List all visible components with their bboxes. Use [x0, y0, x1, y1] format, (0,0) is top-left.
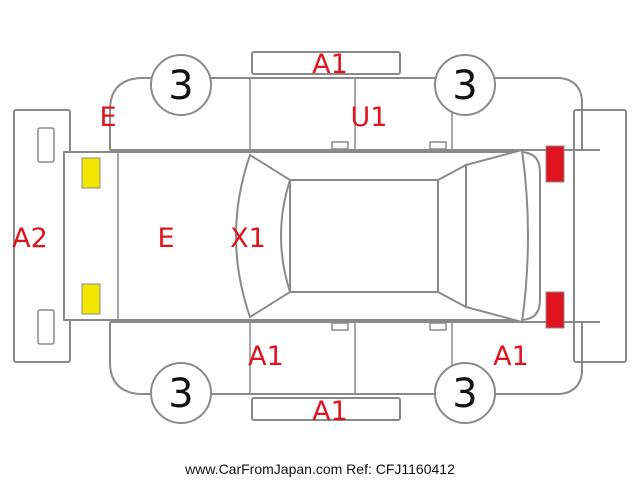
left-front-door-handle: [331, 141, 349, 150]
wheel-rear-right: 3: [434, 362, 496, 424]
wheel-rear-left-count: 3: [452, 63, 477, 109]
roof-strip-top: [251, 51, 401, 75]
front-bumper-slot-bottom: [37, 309, 55, 345]
rear-window-outline: [437, 163, 467, 309]
right-rear-door-handle: [429, 322, 447, 331]
trunk-lid-outline: [465, 148, 529, 324]
windshield-outline: [235, 153, 292, 319]
front-lamp-top: [81, 157, 101, 189]
front-lamp-bottom: [81, 283, 101, 315]
front-bumper-slot-top: [37, 127, 55, 163]
reference-credit: www.CarFromJapan.com Ref: CFJ1160412: [184, 461, 455, 477]
code-roof-top-strip: A1: [312, 49, 348, 80]
wheel-rear-right-count: 3: [452, 371, 477, 417]
roof-strip-bottom: [251, 397, 401, 421]
code-front-bumper: A2: [12, 223, 48, 254]
left-rear-door-handle: [429, 141, 447, 150]
wheel-front-right-count: 3: [168, 371, 193, 417]
code-front-door-lower: A1: [248, 341, 284, 372]
right-front-door-handle: [331, 322, 349, 331]
rear-lamp-bottom: [545, 291, 565, 329]
wheel-front-left: 3: [150, 54, 212, 116]
wheel-front-right: 3: [150, 362, 212, 424]
code-rear-door-upper: U1: [351, 102, 388, 133]
wheel-front-left-count: 3: [168, 63, 193, 109]
rear-bumper-outline: [573, 109, 627, 363]
code-front-fender-upper: E: [99, 102, 116, 133]
code-roof-bottom-strip: A1: [312, 396, 348, 427]
code-rear-quarter-lower: A1: [493, 341, 529, 372]
code-hood: E: [157, 223, 174, 254]
wheel-rear-left: 3: [434, 54, 496, 116]
code-windshield: X1: [230, 223, 266, 254]
roof-outline: [289, 179, 439, 293]
rear-lamp-top: [545, 145, 565, 183]
